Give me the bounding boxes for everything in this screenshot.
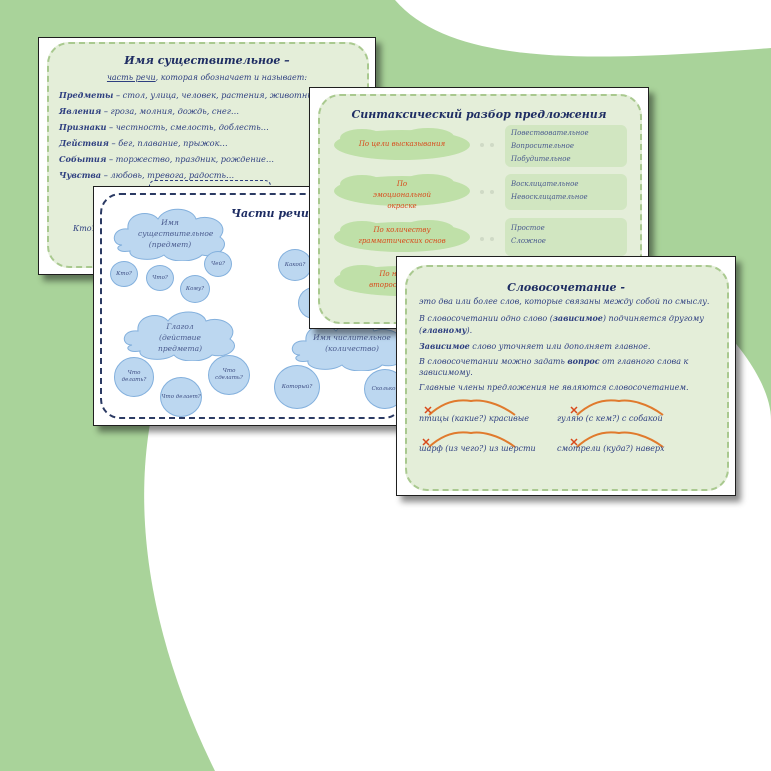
connector-dots	[490, 237, 494, 241]
syntax-title: Синтаксический разбор предложения	[351, 108, 607, 121]
question-circle: Который?	[274, 365, 320, 409]
noun-cloud-shape	[113, 208, 225, 261]
criterion-label: По количеству грамматических основ	[358, 226, 446, 245]
wc-example: шарф (из чего?) из шерсти	[419, 444, 536, 453]
criterion-cloud: По количеству грамматических основ	[332, 220, 472, 254]
numeral-cloud: Имя числительное (количество)	[290, 319, 410, 371]
question-circle: Кому?	[180, 275, 210, 303]
slide-noun-subtitle: часть речи, которая обозначает и называе…	[106, 73, 308, 82]
question-circle: Кто?	[110, 261, 138, 287]
wc-paragraph: В словосочетании одно слово (зависимое) …	[419, 313, 704, 323]
options-box: Повествовательное Вопросительное Побудит…	[505, 125, 627, 167]
wc-paragraph: Главные члены предложения не являются сл…	[419, 383, 689, 392]
option-text: Побудительное	[511, 155, 571, 163]
criterion-label: По эмоциональной окраске	[373, 180, 431, 210]
noun-example-item: Предметы – стол, улица, человек, растени…	[59, 90, 327, 100]
option-text: Вопросительное	[511, 142, 575, 150]
verb-cloud-shape	[123, 311, 235, 361]
verb-cloud-label: Глагол (действие предмета)	[158, 322, 202, 353]
arrow-arc	[570, 431, 664, 448]
dashed-box	[149, 180, 271, 191]
wc-paragraph: (главному).	[419, 325, 473, 335]
criterion-cloud-shape	[334, 128, 470, 160]
verb-cloud: Глагол (действие предмета)	[118, 309, 242, 361]
wc-definition: это два или более слов, которые связаны …	[419, 297, 710, 306]
wc-example: смотрели (куда?) наверх	[557, 444, 665, 453]
wc-paragraph: зависимому.	[419, 368, 473, 377]
connector-dots	[480, 190, 484, 194]
slide-wc-panel	[405, 265, 729, 491]
wc-paragraph: Зависимое слово уточняет или дополняет г…	[419, 341, 651, 351]
wc-example: птицы (какие?) красивые	[419, 414, 530, 423]
arrow-arc	[424, 399, 516, 416]
question-circle: Что делать?	[114, 357, 154, 397]
arrow-arc	[570, 399, 664, 416]
criterion-cloud: По цели высказывания	[332, 128, 472, 162]
option-text: Сложное	[511, 237, 546, 245]
options-box: Восклицательное Невосклицательное	[505, 174, 627, 210]
noun-example-item: Признаки – честность, смелость, доблесть…	[59, 122, 269, 132]
question-circle: Что сделать?	[208, 355, 250, 395]
noun-cloud-label: Имя существительное (предмет)	[138, 218, 214, 249]
option-text: Восклицательное	[511, 180, 579, 188]
wc-title: Словосочетание -	[507, 281, 625, 294]
slide-noun-title: Имя существительное –	[124, 54, 290, 67]
wc-example: гуляю (с кем?) с собакой	[557, 414, 663, 423]
parts-of-speech-title: Части речи	[231, 207, 309, 220]
numeral-cloud-label: Имя числительное (количество)	[313, 333, 391, 353]
wc-paragraph: В словосочетании можно задать вопрос от …	[419, 356, 689, 366]
option-text: Повествовательное	[511, 129, 589, 137]
criterion-cloud-shape	[334, 220, 470, 252]
slide-word-combination: Словосочетание - это два или более слов,…	[396, 256, 736, 496]
criterion-cloud-shape	[334, 174, 470, 206]
who-fragment: Кто?	[73, 224, 96, 233]
question-circle: Чей?	[204, 251, 232, 277]
criterion-cloud: По эмоциональной окраске	[332, 174, 472, 210]
question-circle: Какой?	[278, 249, 312, 281]
noun-example-item: Явления – гроза, молния, дождь, снег…	[59, 106, 240, 116]
noun-example-item: Действия – бег, плавание, прыжок…	[59, 138, 228, 148]
connector-dots	[480, 237, 484, 241]
noun-example-item: События – торжество, праздник, рождение…	[59, 154, 275, 164]
part-of-speech-link[interactable]: часть речи	[106, 73, 156, 82]
noun-cloud: Имя существительное (предмет)	[108, 205, 232, 261]
connector-dots	[490, 190, 494, 194]
question-circle: Что?	[146, 265, 174, 291]
arrow-arc	[422, 431, 516, 448]
question-circle: Что делает?	[160, 377, 202, 417]
connector-dots	[480, 143, 484, 147]
option-text: Невосклицательное	[511, 193, 588, 201]
criterion-label: По цели высказывания	[358, 140, 446, 148]
connector-dots	[490, 143, 494, 147]
noun-example-item: Чувства – любовь, тревога, радость…	[59, 170, 235, 180]
options-box: Простое Сложное	[505, 218, 627, 256]
option-text: Простое	[511, 224, 545, 232]
